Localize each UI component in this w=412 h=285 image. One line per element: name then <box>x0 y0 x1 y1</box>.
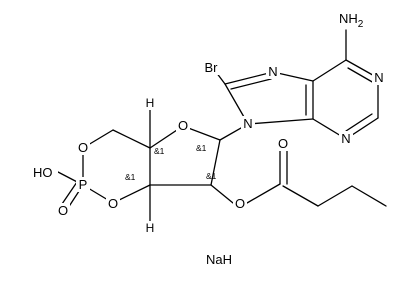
bond-c6-n1-double <box>347 67 375 84</box>
bond-c5-c6 <box>312 59 347 82</box>
stereo-label-c1p: &1 <box>196 143 207 153</box>
bond-oester-ccarbonyl <box>246 183 281 204</box>
atom-n9: N <box>243 116 252 131</box>
atom-o-pdouble: O <box>58 203 68 218</box>
atom-n1: N <box>374 70 383 85</box>
atom-n7: N <box>268 64 277 79</box>
stereo-label-c4p: &1 <box>154 146 165 156</box>
bond-c4p-c5p <box>112 129 151 149</box>
bond-c2-n3-double <box>345 113 373 132</box>
atom-nh2-subscript: 2 <box>358 19 364 30</box>
bond-c2p-c1p <box>210 139 221 186</box>
atom-n3: N <box>341 131 350 146</box>
bond-chain-3 <box>351 185 387 207</box>
atom-ho: HO <box>33 165 53 180</box>
atom-br: Br <box>205 60 219 75</box>
bond-c4-n9 <box>247 118 314 125</box>
atom-o-ring: O <box>178 118 188 133</box>
bond-c8-n7-double <box>230 78 272 90</box>
bond-chain-1 <box>282 185 319 207</box>
atom-p: P <box>79 177 88 192</box>
bond-c8-n7 <box>224 71 274 85</box>
bond-c2p-oester <box>210 184 234 204</box>
atom-o-ester: O <box>235 196 245 211</box>
atom-label-layer: Br N N N N NH2 O O O P HO O O O H H <box>31 11 386 235</box>
atom-o-carbonyl: O <box>278 136 288 151</box>
atom-h-bottom: H <box>146 221 155 235</box>
atom-o5p: O <box>78 140 88 155</box>
atom-nh2: NH2 <box>339 11 364 30</box>
atom-o3p: O <box>108 196 118 211</box>
stereo-label-c3p: &1 <box>125 172 136 182</box>
bond-p-o-double-2 <box>61 181 78 205</box>
bond-layer <box>57 29 387 223</box>
atom-h-top: H <box>146 96 155 110</box>
atom-nh2-main: NH <box>339 11 358 26</box>
counterion-label: NaH <box>206 252 232 267</box>
bond-chain-2 <box>317 185 353 207</box>
stereo-label-layer: &1 &1 &1 &1 <box>125 143 217 182</box>
stereo-label-c2p: &1 <box>206 171 217 181</box>
